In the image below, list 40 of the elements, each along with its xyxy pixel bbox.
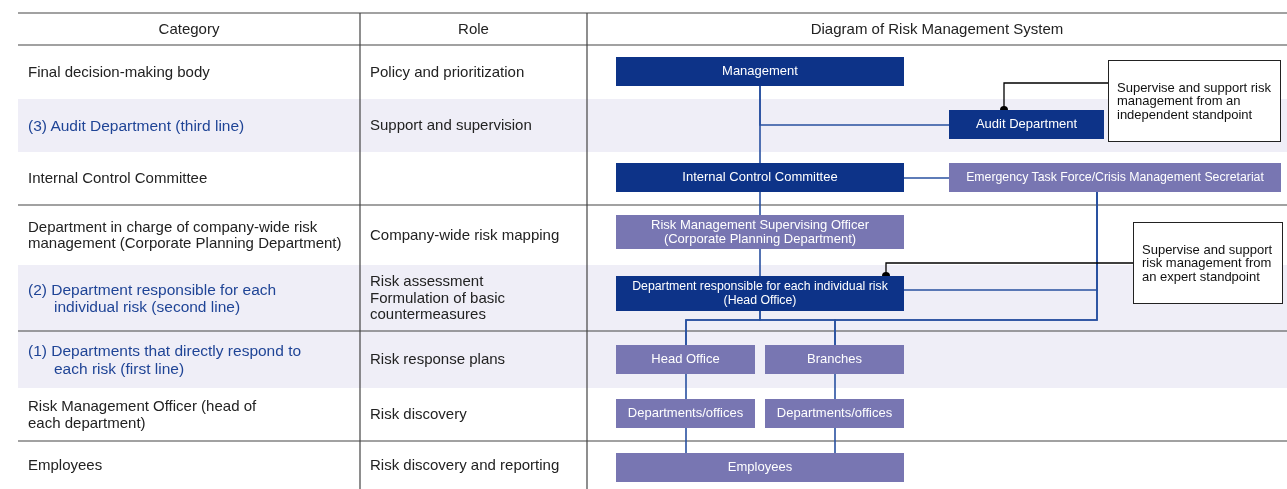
column-header: Category [158, 20, 220, 38]
connector-line [903, 177, 950, 179]
table-cell-text: Risk Management Officer (head of each department) [28, 398, 258, 431]
table-cell-text: (2) Department responsible for each individual risk (second line) [28, 280, 278, 316]
org-box: Department responsible for each individual risk (Head Office) [616, 276, 904, 311]
org-box: Head Office [616, 345, 755, 374]
org-box: Internal Control Committee [616, 163, 904, 192]
table-cell-text: Risk discovery and reporting [370, 456, 560, 474]
org-box: Emergency Task Force/Crisis Management Secretariat [949, 163, 1281, 192]
table-cell-text: Department in charge of company-wide risk management (Corporate Planning Department) [28, 218, 343, 252]
org-box: Management [616, 57, 904, 86]
table-cell-text: Internal Control Committee [28, 170, 208, 187]
callout-box: Supervise and support risk management from an expert standpoint [1133, 222, 1283, 304]
connector-line [759, 85, 950, 126]
connector-line [685, 427, 687, 454]
org-box: Audit Department [949, 110, 1104, 139]
org-box: Risk Management Supervising Officer (Corporate Planning Department) [616, 215, 904, 249]
connector-line [834, 373, 836, 400]
table-cell-text: Policy and prioritization [370, 63, 525, 81]
connector-line [685, 373, 687, 400]
org-box: Employees [616, 453, 904, 482]
org-box: Departments/offices [765, 399, 904, 428]
table-cell-text: Company-wide risk mapping [370, 226, 560, 244]
table-cell-text: Final decision-making body [28, 63, 210, 81]
connector-line [759, 191, 761, 216]
org-box: Branches [765, 345, 904, 374]
connector-line [834, 191, 1098, 346]
column-header: Diagram of Risk Management System [810, 20, 1064, 38]
table-cell-text: (1) Departments that directly respond to each risk (first line) [28, 342, 303, 377]
table-cell-text: (3) Audit Department (third line) [28, 116, 245, 134]
column-header: Role [458, 20, 489, 38]
table-cell-text: Employees [28, 456, 103, 474]
table-cell-text: Risk discovery [370, 406, 467, 423]
connector-line [834, 427, 836, 454]
callout-box: Supervise and support risk management from an independent standpoint [1108, 60, 1281, 142]
table-cell-text: Risk response plans [370, 351, 506, 368]
table-cell-text: Support and supervision [370, 117, 532, 134]
connector-line [759, 248, 761, 277]
table-cell-text: Risk assessment Formulation of basic countermeasures [370, 273, 507, 323]
org-box: Departments/offices [616, 399, 755, 428]
